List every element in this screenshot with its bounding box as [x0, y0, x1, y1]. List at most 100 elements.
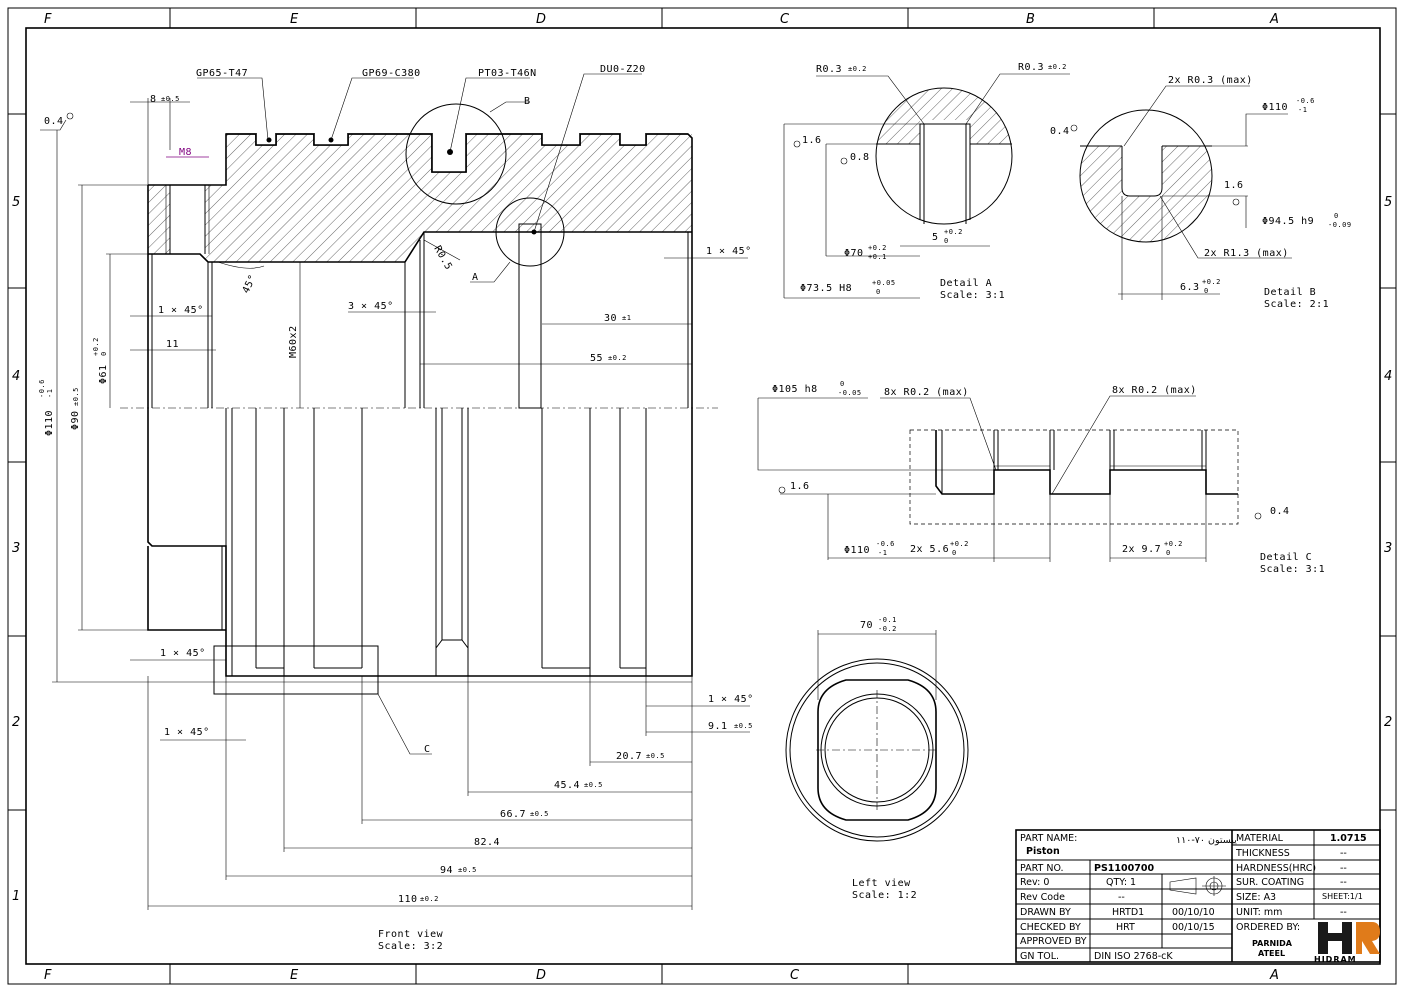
tb-gn-tol-label: GN TOL. — [1020, 951, 1059, 962]
dim-9-1: 9.1 — [708, 721, 728, 732]
zone-col-b: B — [1026, 12, 1035, 27]
sheet-border: F E D C B A F E D C A 5 4 3 2 1 5 4 3 2 — [7, 7, 1397, 985]
dim-dia110-dn: -1 — [46, 389, 54, 398]
a-d735-up: +0.05 — [872, 279, 896, 287]
tb-ordered-1: PARNIDA — [1252, 939, 1293, 948]
callout-pt03: PT03-T46N — [478, 68, 537, 79]
zone-row-5-right: 5 — [1384, 195, 1392, 210]
tb-rev-code-label: Rev Code — [1020, 892, 1065, 903]
detail-b: 2x R0.3 (max) Φ110 -0.6 -1 0.4 1.6 Φ94.5… — [1050, 75, 1352, 310]
c-caption: Detail C — [1260, 552, 1312, 563]
tb-part-name: Piston — [1026, 846, 1060, 857]
c-flat: 0.4 — [1270, 506, 1290, 517]
b-d945-up: 0 — [1334, 212, 1339, 220]
dim-8-tol: ±0.5 — [161, 95, 180, 103]
a-r-right: R0.3 — [1018, 62, 1044, 73]
detail-a: R0.3 ±0.2 R0.3 ±0.2 1.6 0.8 Φ70 +0.2 +0.… — [783, 62, 1070, 301]
dim-55-tol: ±0.2 — [608, 354, 627, 362]
dim-chamfer-mid: 3 × 45° — [348, 301, 394, 312]
tb-approved-label: APPROVED BY — [1020, 936, 1087, 947]
a-d70-dn: +0.1 — [868, 253, 887, 261]
b-r-bottom: 2x R1.3 (max) — [1204, 248, 1289, 259]
dim-dia61-dn: 0 — [100, 351, 108, 356]
c-d110-dn: -1 — [878, 549, 887, 557]
b-scale: Scale: 2:1 — [1264, 299, 1329, 310]
lv-scale: Scale: 1:2 — [852, 890, 917, 901]
zone-row-4-right: 4 — [1384, 369, 1392, 384]
dim-66-7-tol: ±0.5 — [530, 810, 549, 818]
b-caption: Detail B — [1264, 287, 1316, 298]
tb-part-no-label: PART NO. — [1020, 863, 1064, 874]
dim-m60x2: M60x2 — [288, 325, 299, 358]
dim-8: 8 — [150, 94, 157, 105]
detail-a-circle — [495, 197, 565, 267]
dim-45-4: 45.4 — [554, 780, 580, 791]
zone-col-d-bottom: D — [536, 968, 546, 983]
a-w5-dn: 0 — [944, 237, 949, 245]
tb-coating-label: SUR. COATING — [1236, 877, 1304, 888]
c-w56-dn: 0 — [952, 549, 957, 557]
dim-45-4-tol: ±0.5 — [584, 781, 603, 789]
b-w63: 6.3 — [1180, 282, 1200, 293]
dim-chamfer-left: 1 × 45° — [158, 305, 204, 316]
zone-col-e-bottom: E — [290, 968, 299, 983]
a-scale: Scale: 3:1 — [940, 290, 1005, 301]
tb-unit: UNIT: mm — [1236, 907, 1282, 918]
hidram-logo-icon: HIDRAM — [1314, 922, 1380, 964]
tb-material-label: MATERIAL — [1236, 833, 1284, 844]
zone-row-2: 2 — [12, 715, 20, 730]
left-view: 70 -0.1 -0.2 Left view Scale: 1:2 — [785, 616, 969, 901]
dim-55: 55 — [590, 353, 603, 364]
b-w63-dn: 0 — [1204, 287, 1209, 295]
callout-gp69: GP69-C380 — [362, 68, 421, 79]
detail-b-circle — [405, 103, 507, 205]
dim-45deg: 45° — [241, 273, 259, 295]
tb-thickness: -- — [1340, 848, 1347, 859]
tb-size: SIZE: A3 — [1236, 892, 1276, 903]
c-w56-up: +0.2 — [950, 540, 969, 548]
dim-110: 110 — [398, 894, 418, 905]
tb-ordered-2: ATEEL — [1258, 949, 1285, 958]
lv-d70-up: -0.1 — [878, 616, 897, 624]
tb-ordered-label: ORDERED BY: — [1236, 922, 1300, 933]
tb-sheet: SHEET:1/1 — [1322, 892, 1363, 901]
tb-checked-label: CHECKED BY — [1020, 922, 1081, 933]
dim-chamfer-right-top: 1 × 45° — [706, 246, 752, 257]
c-r-right: 8x R0.2 (max) — [1112, 385, 1197, 396]
tb-thickness-label: THICKNESS — [1235, 848, 1290, 859]
c-scale: Scale: 3:1 — [1260, 564, 1325, 575]
c-d105-up: 0 — [840, 380, 845, 388]
tb-part-name-fa: پیستون ۷۰-۱۱۰ — [1176, 835, 1237, 846]
zone-row-5: 5 — [12, 195, 20, 210]
callout-b: B — [524, 96, 531, 107]
zone-row-1: 1 — [12, 889, 20, 904]
title-block: PART NAME: Piston پیستون ۷۰-۱۱۰ PART NO.… — [1015, 829, 1381, 964]
tb-checked-date: 00/10/15 — [1172, 922, 1215, 933]
callout-du0: DU0-Z20 — [600, 64, 646, 75]
b-d945-dn: -0.09 — [1328, 221, 1352, 229]
dim-dia110: Φ110 — [44, 410, 55, 436]
c-r-left: 8x R0.2 (max) — [884, 387, 969, 398]
front-view-caption: Front view — [378, 929, 444, 940]
dim-11: 11 — [166, 339, 179, 350]
b-d110-dn: -1 — [1298, 106, 1307, 114]
zone-col-a-bottom: A — [1269, 968, 1279, 983]
tb-drawn: HRTD1 — [1112, 907, 1144, 918]
c-w97-up: +0.2 — [1164, 540, 1183, 548]
zone-col-c: C — [780, 12, 790, 27]
c-w97: 2x 9.7 — [1122, 544, 1161, 555]
c-d105-dn: -0.05 — [838, 389, 862, 397]
c-rough: 1.6 — [790, 481, 810, 492]
logo-text: HIDRAM — [1314, 955, 1357, 964]
b-d110: Φ110 — [1262, 102, 1288, 113]
b-r-top: 2x R0.3 (max) — [1168, 75, 1253, 86]
a-rough-1: 1.6 — [802, 135, 822, 146]
tb-drawn-date: 00/10/10 — [1172, 907, 1215, 918]
section-hatch-upper — [148, 134, 692, 262]
dim-dia61: Φ61 — [98, 364, 109, 384]
tb-part-no: PS1100700 — [1094, 863, 1154, 874]
projection-symbol-icon — [1169, 876, 1226, 896]
a-r-left-tol: ±0.2 — [848, 65, 867, 73]
front-view: GP65-T47 GP69-C380 PT03-T46N DU0-Z20 B A… — [38, 64, 753, 952]
zone-row-3: 3 — [12, 541, 20, 556]
